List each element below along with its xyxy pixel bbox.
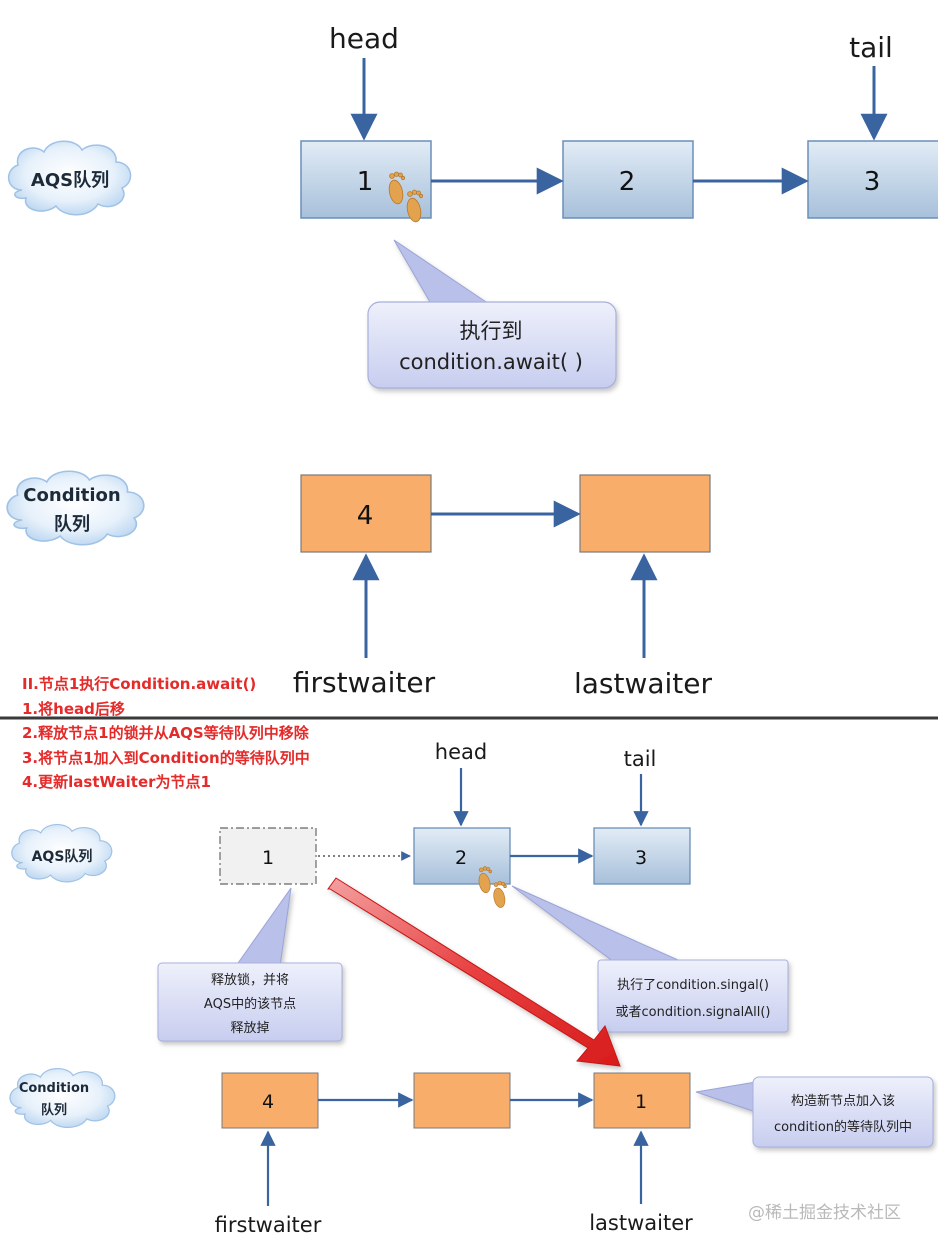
bottom-aqs-node-2-label: 2 — [455, 847, 467, 869]
step-3: 3.将节点1加入到Condition的等待队列中 — [22, 748, 310, 767]
bottom-condition-node-2 — [413, 1072, 511, 1129]
bottom-aqs-cloud-label: AQS队列 — [32, 848, 93, 865]
top-condition-node-1-label: 4 — [357, 501, 374, 531]
top-aqs-node-2-label: 2 — [619, 167, 636, 197]
bottom-aqs-node-3: 3 — [593, 827, 691, 885]
bottom-firstwaiter-label: firstwaiter — [215, 1213, 322, 1237]
top-aqs-cloud: AQS队列 — [7, 140, 132, 216]
top-callout-line2: condition.await( ) — [399, 350, 583, 374]
step-4: 4.更新lastWaiter为节点1 — [22, 773, 211, 791]
bottom-new-node-note-line2: condition的等待队列中 — [774, 1119, 912, 1135]
step-2: 2.释放节点1的锁并从AQS等待队列中移除 — [22, 724, 309, 742]
top-section: head tail AQS队列 1 2 3 — [6, 22, 938, 700]
top-callout-line1: 执行到 — [460, 319, 523, 343]
bottom-signal-note-line2: 或者condition.signalAll() — [616, 1005, 771, 1020]
bottom-aqs-node-2: 2 — [413, 827, 511, 885]
step-list: II.节点1执行Condition.await() 1.将head后移 2.释放… — [22, 672, 310, 795]
bottom-condition-node-1-label: 4 — [262, 1091, 274, 1113]
top-aqs-cloud-label: AQS队列 — [31, 169, 109, 191]
bottom-released-node-label: 1 — [262, 847, 274, 869]
bottom-move-arrow-icon — [327, 877, 621, 1067]
top-condition-cloud-line1: Condition — [23, 485, 120, 506]
bottom-release-note-line2: AQS中的该节点 — [204, 996, 296, 1012]
top-head-label: head — [329, 22, 399, 55]
bottom-release-note-line1: 释放锁，并将 — [211, 972, 289, 988]
bottom-condition-cloud — [9, 1067, 116, 1129]
bottom-signal-callout — [511, 885, 789, 1033]
bottom-new-node-note-line1: 构造新节点加入该 — [791, 1093, 895, 1109]
watermark: @稀土掘金技术社区 — [748, 1203, 901, 1223]
bottom-condition-node-1: 4 — [221, 1072, 319, 1129]
top-condition-node-2 — [579, 474, 711, 553]
top-tail-label: tail — [849, 31, 893, 64]
top-await-callout — [367, 239, 617, 389]
bottom-release-note-line3: 释放掉 — [230, 1021, 269, 1036]
bottom-released-node: 1 — [219, 827, 317, 885]
bottom-lastwaiter-label: lastwaiter — [589, 1211, 693, 1235]
bottom-signal-note-line1: 执行了condition.singal() — [617, 978, 769, 993]
step-1: 1.将head后移 — [22, 699, 125, 718]
step-title: II.节点1执行Condition.await() — [22, 675, 257, 693]
top-condition-cloud-line2: 队列 — [54, 513, 90, 535]
bottom-condition-cloud-line1: Condition — [19, 1081, 89, 1096]
top-aqs-node-3-label: 3 — [864, 167, 881, 197]
bottom-head-label: head — [435, 740, 487, 764]
top-condition-node-1: 4 — [300, 474, 432, 553]
top-lastwaiter-label: lastwaiter — [574, 667, 713, 700]
top-firstwaiter-label: firstwaiter — [293, 666, 436, 699]
bottom-condition-node-3: 1 — [593, 1072, 691, 1129]
bottom-condition-cloud-line2: 队列 — [41, 1102, 67, 1118]
bottom-aqs-node-3-label: 3 — [635, 847, 647, 869]
bottom-section: head tail AQS队列 1 2 3 — [9, 740, 934, 1237]
top-aqs-node-1-label: 1 — [357, 167, 374, 197]
top-aqs-node-2: 2 — [562, 140, 694, 219]
bottom-tail-label: tail — [624, 747, 657, 771]
bottom-condition-node-3-label: 1 — [635, 1091, 647, 1113]
bottom-new-node-callout — [695, 1076, 934, 1148]
top-aqs-node-3: 3 — [807, 140, 938, 219]
bottom-release-callout — [157, 887, 343, 1042]
